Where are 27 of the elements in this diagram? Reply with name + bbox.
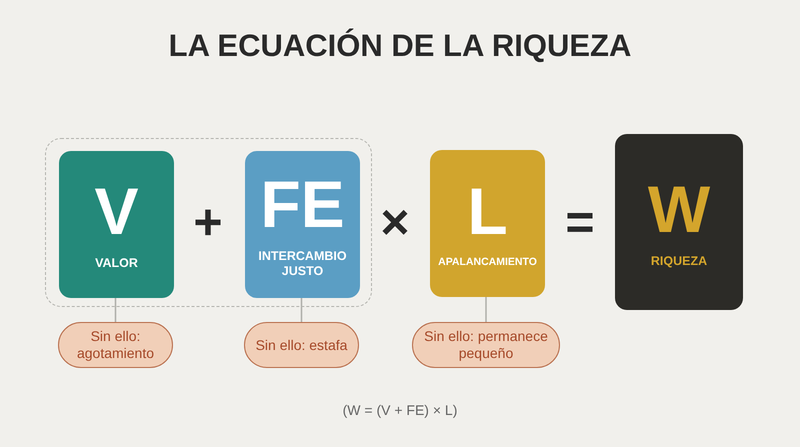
note-pill xyxy=(412,322,560,368)
leader-line xyxy=(300,297,302,322)
variable-letter: V xyxy=(94,178,139,244)
note-text: Sin ello: permanece pequeño xyxy=(423,328,549,362)
variable-name: APALANCAMIENTO xyxy=(438,256,537,269)
operator-sign: + xyxy=(192,194,224,250)
title: LA ECUACIÓN DE LA RIQUEZA xyxy=(168,28,632,64)
note-pill xyxy=(244,322,359,368)
note-text: Sin ello: agotamiento xyxy=(76,328,156,362)
variable-name: RIQUEZA xyxy=(650,254,708,268)
operator-sign: × xyxy=(379,194,411,250)
formula-caption: (W = (V + FE) × L) xyxy=(342,402,458,418)
variable-letter: W xyxy=(648,176,710,242)
operator-sign: = xyxy=(564,194,596,250)
variable-letter: FE xyxy=(260,170,345,236)
note-pill xyxy=(58,322,173,368)
leader-line xyxy=(114,297,116,322)
leader-line xyxy=(485,297,487,322)
note-text: Sin ello: estafa xyxy=(256,336,348,354)
variable-card xyxy=(59,151,174,298)
variable-name: VALOR xyxy=(95,256,138,271)
variable-letter: L xyxy=(467,178,508,244)
dashed-group-box xyxy=(45,138,372,307)
variable-name: INTERCAMBIO JUSTO xyxy=(257,248,348,278)
variable-card xyxy=(615,134,743,310)
variable-card xyxy=(430,150,545,297)
variable-card xyxy=(245,151,360,298)
